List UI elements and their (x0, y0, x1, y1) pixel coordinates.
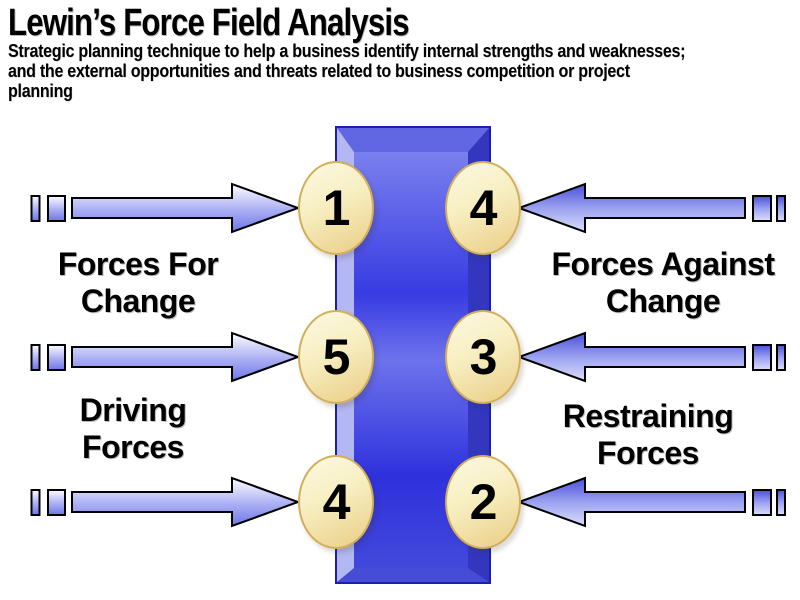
label-line: Driving (79, 392, 187, 428)
restraining-force-arrow-1 (516, 182, 786, 234)
score-value: 2 (469, 474, 498, 530)
label-line: Forces (597, 435, 699, 471)
restraining-force-arrow-2 (516, 331, 786, 383)
label-line: Forces Against (551, 246, 775, 282)
label-line: Restraining (562, 398, 734, 434)
score-value: 4 (322, 474, 351, 530)
label-line: Change (80, 283, 196, 319)
driving-force-arrow-3 (30, 476, 301, 528)
subtitle-line: planning (8, 81, 73, 101)
score-value: 1 (322, 180, 351, 236)
subtitle-line: and the external opportunities and threa… (8, 61, 630, 81)
label-line: Forces (82, 429, 184, 465)
score-value: 4 (469, 180, 498, 236)
score-ellipse-restraining-1: 4 (445, 161, 521, 255)
label-forces-for-change: Forces For Change (13, 246, 263, 320)
score-ellipse-restraining-3: 2 (445, 455, 521, 549)
subtitle-line: Strategic planning technique to help a b… (8, 41, 686, 61)
driving-force-arrow-1 (30, 182, 301, 234)
page-subtitle: Strategic planning technique to help a b… (8, 41, 685, 101)
score-ellipse-restraining-2: 3 (445, 310, 521, 404)
score-ellipse-driving-2: 5 (298, 310, 374, 404)
label-line: Change (605, 283, 721, 319)
label-restraining-forces: Restraining Forces (498, 398, 798, 472)
score-ellipse-driving-1: 1 (298, 161, 374, 255)
label-driving-forces: Driving Forces (8, 392, 258, 466)
label-line: Forces For (57, 246, 219, 282)
restraining-force-arrow-3 (516, 476, 786, 528)
label-forces-against-change: Forces Against Change (513, 246, 800, 320)
score-value: 3 (469, 329, 498, 385)
driving-force-arrow-2 (30, 331, 301, 383)
page-title: Lewin’s Force Field Analysis (8, 2, 410, 44)
score-ellipse-driving-3: 4 (298, 455, 374, 549)
score-value: 5 (322, 329, 351, 385)
